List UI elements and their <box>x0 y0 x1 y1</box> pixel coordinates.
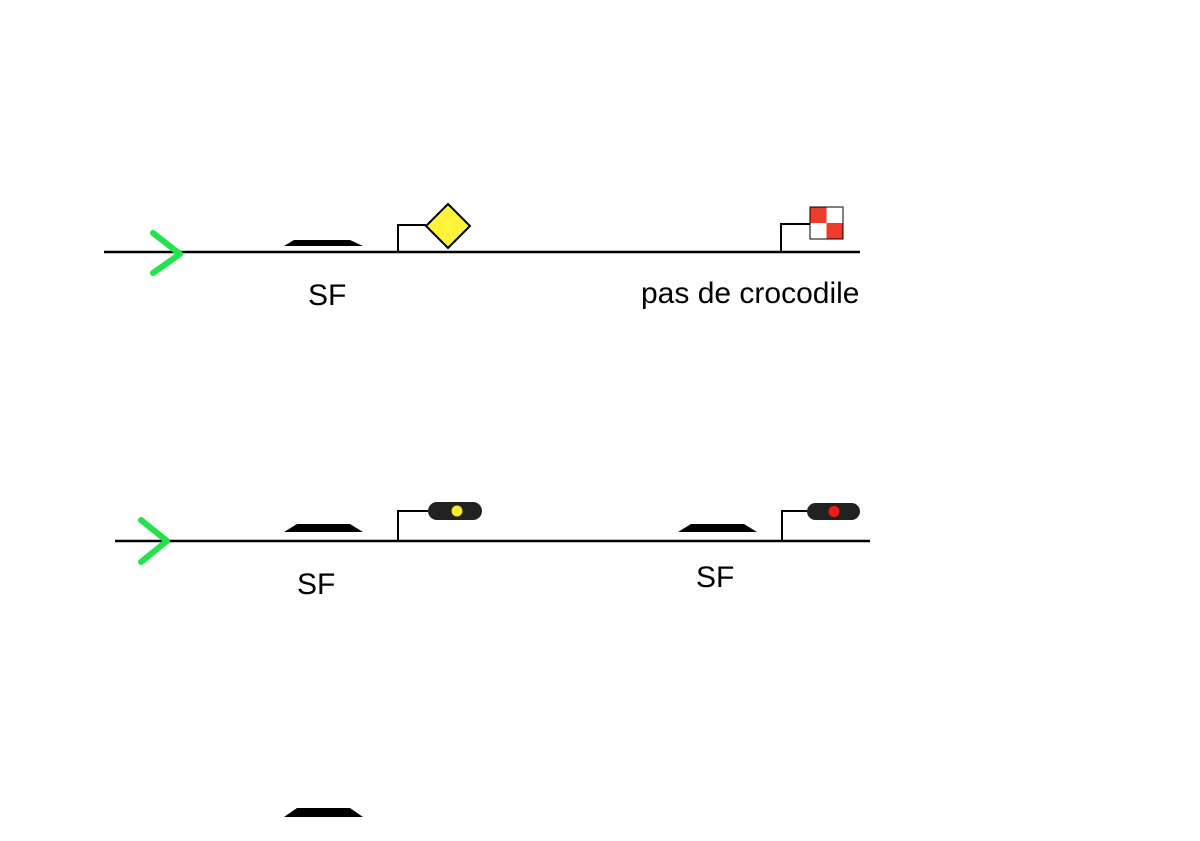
far-label-pas-de-crocodile: pas de crocodile <box>641 277 859 310</box>
trapezoid-ramp-icon-1 <box>284 240 363 246</box>
track-row-2: SF SF <box>115 502 870 601</box>
signal-post-2 <box>780 223 810 252</box>
signal-post-4 <box>781 510 807 541</box>
signal-post-1 <box>397 224 426 252</box>
track-row-1: SF pas de crocodile <box>104 202 860 312</box>
checkerboard-sign-icon <box>780 206 844 252</box>
yellow-lamp <box>451 505 463 517</box>
direction-chevron-icon-1 <box>150 230 183 276</box>
checker-square-tl <box>810 207 827 223</box>
light-signal-icon-yellow <box>397 502 482 541</box>
trapezoid-ramp-icon-3 <box>678 524 757 532</box>
far-label-sf: SF <box>696 561 734 594</box>
track-label-sf-2: SF <box>297 568 335 601</box>
trapezoid-ramp-icon-4 <box>284 808 363 817</box>
trapezoid-ramp-icon-2 <box>284 524 363 532</box>
track-row-3 <box>284 808 363 817</box>
light-signal-icon-red <box>781 503 860 541</box>
checker-square-br <box>826 223 843 239</box>
track-label-sf-1: SF <box>308 279 346 312</box>
checker-frame-outline <box>809 206 844 240</box>
diamond-sign-icon <box>397 202 472 252</box>
diamond-sign-shape <box>424 202 472 250</box>
signal-post-3 <box>397 510 428 541</box>
direction-chevron-icon-2 <box>138 517 170 565</box>
red-lamp <box>828 506 840 517</box>
